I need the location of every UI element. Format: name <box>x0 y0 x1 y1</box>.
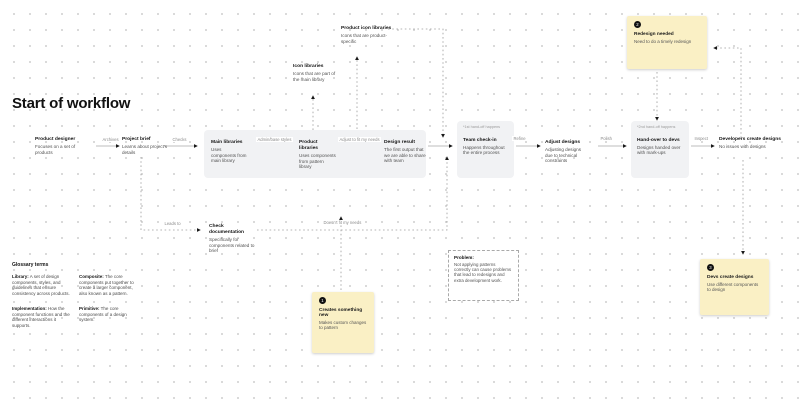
sticky-title: Devs create designs <box>707 275 754 280</box>
glossary-term-label: Primitive: <box>79 306 100 312</box>
node-body: No issues with designs <box>719 144 766 150</box>
node-body: The first output that we are able to sha… <box>384 147 426 164</box>
sticky-number-badge: 2 <box>634 21 641 28</box>
node-title: Adjust designs <box>545 140 581 145</box>
sticky-number-badge: 3 <box>707 264 714 271</box>
glossary-block[interactable]: Glossary terms Library: A set of design … <box>12 262 144 329</box>
sticky-number-badge: 1 <box>319 297 326 304</box>
node-title: Hand-over to devs <box>637 137 680 143</box>
edge-label-leads-to[interactable]: Leads to <box>163 221 183 227</box>
glossary-term-label: Library: <box>12 274 29 279</box>
node-title: Design result <box>384 140 415 145</box>
node-body: Adjusting designs due to technical const… <box>545 147 582 164</box>
node-title: Main libraries <box>211 140 243 145</box>
annotation-check-documentation[interactable]: Check documentation Specifically for com… <box>209 224 259 254</box>
annotation-title: Product icon libraries <box>341 26 392 31</box>
glossary-term-label: Implementation: <box>12 306 47 312</box>
node-body: Focuses on a set of products <box>35 144 76 155</box>
sticky-body: Makes custom changes to pattern <box>319 320 367 331</box>
node-body: Learns about project's details <box>122 144 168 155</box>
glossary-grid: Library: A set of design components, sty… <box>12 274 144 329</box>
annotation-body: Specifically for components related to b… <box>209 237 255 254</box>
node-body: Uses components from pattern library <box>299 153 336 170</box>
node-body: Uses components from main library <box>211 147 247 164</box>
node-project-brief[interactable]: Project brief Learns about project's det… <box>122 137 168 155</box>
edge-label-inspect[interactable]: Inspect <box>693 136 710 142</box>
glossary-title: Glossary terms <box>12 262 49 268</box>
edge-label-refine[interactable]: Refine <box>512 136 528 142</box>
glossary-term-def: A set of design components, styles, and … <box>12 274 70 296</box>
node-product-designer[interactable]: Product designer Focuses on a set of pro… <box>35 137 87 155</box>
node-body: Designs handed over with mark-ups <box>637 144 681 156</box>
glossary-term-def: How the component functions and the diff… <box>12 306 70 329</box>
sticky-creates-something-new[interactable]: 1 Creates something new Makes custom cha… <box>312 292 374 353</box>
edge-label-admin-base-styles[interactable]: Admin/base styles <box>256 137 293 143</box>
problem-body: Not applying patterns correctly can caus… <box>454 261 512 283</box>
annotation-product-icon-libraries[interactable]: Product icon libraries Icons that are pr… <box>341 26 399 44</box>
annotation-body: Icons that are part of the main library <box>293 71 336 82</box>
edge-label-checks[interactable]: Checks <box>171 137 188 143</box>
node-title: Product libraries <box>299 140 319 151</box>
page-title[interactable]: Start of workflow <box>12 95 131 112</box>
annotation-title: Icon libraries <box>293 64 324 69</box>
glossary-term-label: Composite: <box>79 274 104 279</box>
glossary-term-composite: Composite: The core components put toget… <box>79 274 141 296</box>
sticky-title: Redesign needed <box>634 32 674 37</box>
edge-label-archives[interactable]: Archives <box>101 137 121 143</box>
sticky-body: Need to do a timely redesign <box>634 39 692 44</box>
glossary-term-primitive: Primitive: The core components of a desi… <box>79 306 141 328</box>
glossary-term-library: Library: A set of design components, sty… <box>12 274 74 296</box>
handoff-tag: *1st hand-off happens <box>463 125 501 129</box>
annotation-body: Icons that are product-specific <box>341 33 387 44</box>
problem-title: Problem: <box>454 255 474 260</box>
glossary-term-implementation: Implementation: How the component functi… <box>12 306 74 328</box>
sticky-title: Creates something new <box>319 308 363 318</box>
glossary-term-def: The core components of a design system. <box>79 306 127 323</box>
node-team-check-in[interactable]: *1st hand-off happens Team check-in Happ… <box>457 121 514 178</box>
node-hand-over-to-devs[interactable]: *2nd hand-off happens Hand-over to devs … <box>631 121 689 178</box>
annotation-icon-libraries[interactable]: Icon libraries Icons that are part of th… <box>293 64 337 82</box>
node-body: Happens throughout the entire process <box>463 144 505 156</box>
handoff-tag: *2nd hand-off happens <box>637 125 676 129</box>
node-title: Product designer <box>35 137 76 142</box>
libraries-group-frame[interactable] <box>204 130 426 178</box>
node-design-result[interactable]: Design result The first output that we a… <box>384 140 426 164</box>
edge-label-doesnt-fit[interactable]: Doesn't fit my needs <box>322 220 363 226</box>
node-adjust-designs[interactable]: Adjust designs Adjusting designs due to … <box>545 140 587 164</box>
problem-callout[interactable]: Problem: Not applying patterns correctly… <box>448 250 519 301</box>
node-title: Project brief <box>122 137 151 142</box>
node-main-libraries[interactable]: Main libraries Uses components from main… <box>211 140 247 164</box>
edge-label-adjust-to-fit[interactable]: Adjust to fit my needs <box>338 137 382 143</box>
edge-label-polish[interactable]: Polish <box>599 136 614 142</box>
sticky-body: Use different components to design <box>707 282 759 293</box>
node-developers-create-designs[interactable]: Developers create designs No issues with… <box>719 137 783 150</box>
annotation-title: Check documentation <box>209 224 245 235</box>
sticky-redesign-needed[interactable]: 2 Redesign needed Need to do a timely re… <box>627 16 707 69</box>
node-title: Developers create designs <box>719 137 781 142</box>
sticky-devs-create-designs[interactable]: 3 Devs create designs Use different comp… <box>700 259 769 315</box>
node-product-libraries[interactable]: Product libraries Uses components from p… <box>299 140 337 170</box>
node-title: Team check-in <box>463 137 497 143</box>
glossary-term-def: The core components put together to crea… <box>79 274 134 296</box>
